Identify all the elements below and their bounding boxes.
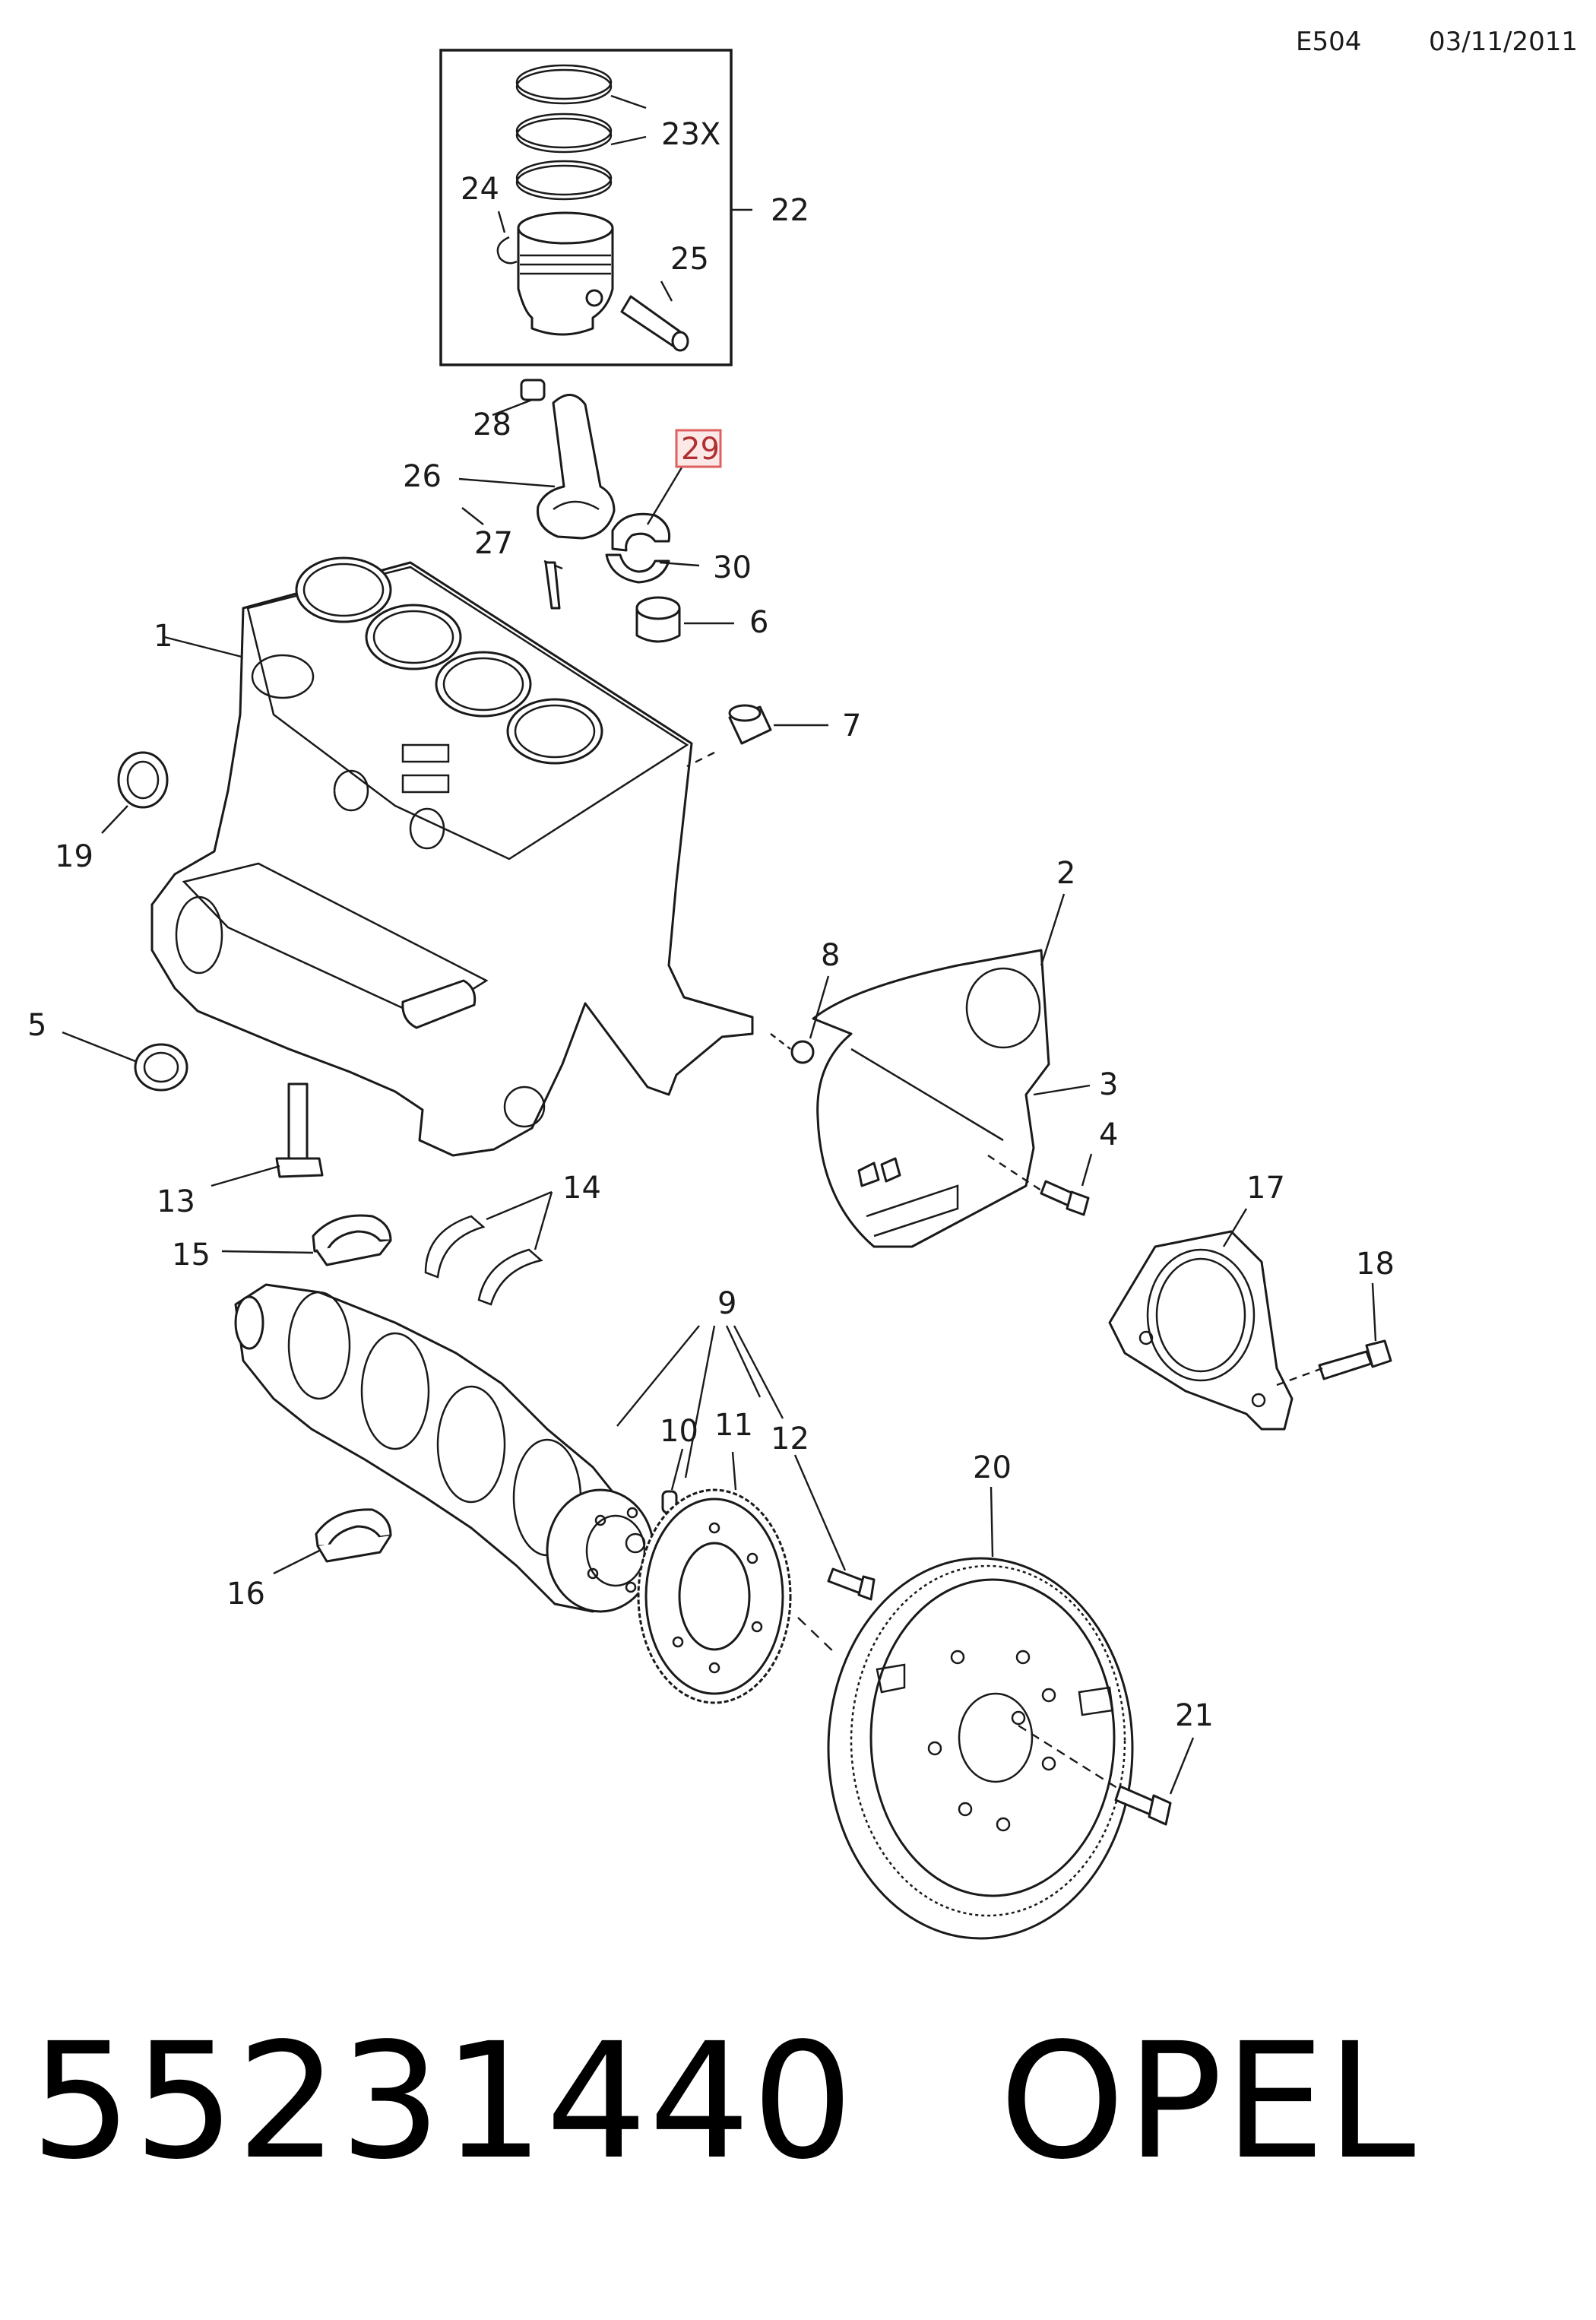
callout-29: 29 bbox=[681, 432, 720, 467]
callout-labels: 1 2 3 4 5 6 7 8 9 10 11 12 13 14 15 16 1… bbox=[27, 117, 1395, 1733]
callout-29-highlight bbox=[675, 429, 722, 468]
callout-12: 12 bbox=[771, 1421, 809, 1456]
callout-30: 30 bbox=[713, 550, 752, 585]
bolt-21 bbox=[1018, 1724, 1195, 1826]
part-number: 55231440 bbox=[30, 2008, 855, 2195]
callout-9: 9 bbox=[717, 1286, 736, 1321]
callout-2: 2 bbox=[1056, 856, 1075, 891]
callout-21: 21 bbox=[1175, 1698, 1214, 1733]
callout-17: 17 bbox=[1246, 1171, 1285, 1206]
brand-name: OPEL bbox=[999, 2008, 1417, 2195]
callout-6: 6 bbox=[749, 605, 768, 640]
callout-8: 8 bbox=[821, 938, 840, 973]
callout-26: 26 bbox=[403, 459, 442, 494]
callout-16: 16 bbox=[226, 1577, 265, 1612]
callout-4: 4 bbox=[1099, 1117, 1118, 1152]
cylinder-block bbox=[150, 556, 754, 1157]
callout-27: 27 bbox=[474, 526, 513, 561]
connecting-rod-group bbox=[458, 379, 734, 643]
callout-3: 3 bbox=[1099, 1067, 1118, 1102]
callout-23x: 23X bbox=[661, 117, 720, 152]
callout-14: 14 bbox=[562, 1171, 601, 1206]
bolt-12 bbox=[793, 1454, 876, 1601]
diagram-date: 03/11/2011 bbox=[1429, 27, 1578, 57]
piston-kit-group bbox=[439, 49, 752, 366]
callout-20: 20 bbox=[973, 1450, 1012, 1485]
callout-25: 25 bbox=[670, 242, 709, 277]
bolt-13-and-bearings bbox=[211, 1082, 553, 1575]
callout-18: 18 bbox=[1356, 1247, 1395, 1282]
callout-15: 15 bbox=[172, 1238, 211, 1273]
reluctor-ring-11 bbox=[637, 1451, 792, 1704]
callout-28: 28 bbox=[473, 407, 511, 442]
callout-10: 10 bbox=[660, 1414, 698, 1449]
flywheel-20 bbox=[797, 1486, 1134, 1940]
diagram-code: E504 bbox=[1296, 27, 1361, 57]
adapter-plate-group bbox=[770, 893, 1093, 1248]
callout-22: 22 bbox=[771, 193, 809, 228]
callout-24: 24 bbox=[461, 172, 499, 207]
crankshaft bbox=[234, 1283, 784, 1613]
callout-19: 19 bbox=[55, 839, 93, 874]
plug-7 bbox=[686, 704, 828, 768]
seal-housing-17 bbox=[1108, 1208, 1392, 1431]
callout-7: 7 bbox=[842, 708, 861, 743]
callout-1: 1 bbox=[154, 619, 173, 654]
callout-5: 5 bbox=[27, 1008, 46, 1043]
callout-11: 11 bbox=[714, 1408, 753, 1443]
callout-13: 13 bbox=[157, 1184, 195, 1219]
seals bbox=[62, 751, 188, 1092]
